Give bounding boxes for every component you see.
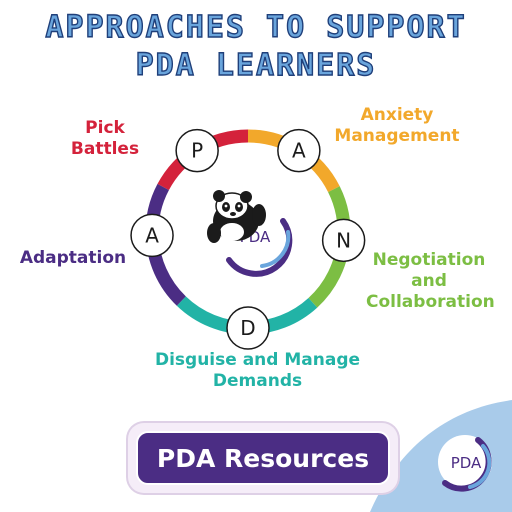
- node-letter-1: P: [191, 139, 203, 163]
- label-negotiation-collaboration: Negotiation and Collaboration: [366, 250, 495, 312]
- node-circle-3: [321, 218, 366, 263]
- label-disguise-manage-demands: Disguise and Manage Demands: [154, 350, 361, 391]
- resources-button-frame: PDA Resources: [128, 423, 398, 493]
- pda-resources-button[interactable]: PDA Resources: [136, 431, 390, 485]
- corner-pda-logo: PDA: [438, 435, 492, 492]
- corner-logo-text: PDA: [451, 454, 482, 472]
- label-adaptation: Adaptation: [19, 248, 127, 268]
- node-letter-3: N: [336, 228, 351, 252]
- node-letter-5: A: [145, 223, 159, 247]
- node-letter-4: D: [240, 316, 255, 340]
- node-circle-1: [175, 128, 219, 173]
- label-pick-battles: Pick Battles: [70, 118, 140, 159]
- node-circle-2: [277, 128, 321, 173]
- panda-icon: [207, 190, 266, 243]
- node-circle-4: [226, 306, 270, 350]
- node-letter-2: A: [292, 139, 306, 163]
- title-line-2: PDA LEARNERS: [135, 47, 377, 83]
- title-line-1: APPROACHES TO SUPPORT: [45, 9, 467, 45]
- node-circle-5: [130, 213, 174, 258]
- cycle-nodes: P A N D A: [130, 128, 366, 350]
- label-anxiety-management: Anxiety Management: [334, 105, 460, 146]
